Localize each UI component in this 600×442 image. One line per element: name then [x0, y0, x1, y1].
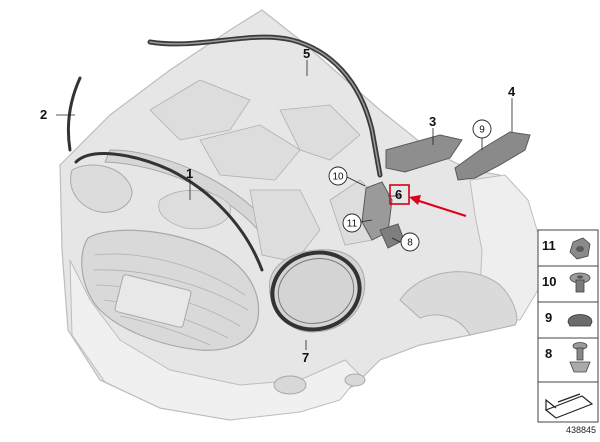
callout-7: 7 [302, 350, 309, 365]
callout-1: 1 [186, 166, 193, 181]
callout-labels: 2 1 5 3 4 6 7 [40, 46, 516, 365]
callout-2: 2 [40, 107, 47, 122]
clip-nut-icon [569, 237, 591, 260]
svg-text:10: 10 [332, 172, 344, 183]
front-body-structure [59, 9, 541, 421]
fastener-legend: 11 10 9 8 [537, 229, 599, 423]
license-plate-area [114, 274, 192, 328]
part-2-side-seal [66, 76, 82, 152]
fog-lamp [273, 375, 307, 395]
callout-5: 5 [303, 46, 310, 61]
svg-text:9: 9 [479, 125, 485, 136]
cap-icon [567, 314, 593, 327]
push-rivet-icon [569, 342, 591, 373]
circled-callout-11: 11 [342, 213, 362, 233]
circled-callout-10: 10 [328, 166, 348, 186]
callout-4: 4 [508, 84, 516, 99]
part-5-top-seal-inner [149, 36, 381, 176]
callout-3: 3 [429, 114, 436, 129]
diagram-id: 438845 [566, 425, 596, 435]
part-3-bracket [385, 134, 463, 173]
part-1-front-seal [74, 152, 264, 272]
svg-text:11: 11 [347, 219, 358, 230]
callout-6: 6 [395, 187, 402, 202]
part-6-arrow-shaft [415, 199, 467, 217]
svg-text:8: 8 [407, 238, 413, 249]
leader-lines [56, 60, 513, 350]
part-7-headlamp-seal-inner [277, 258, 355, 324]
legend-num-10: 10 [542, 274, 556, 289]
legend-num-8: 8 [545, 346, 552, 361]
part-4-fender-bracket [454, 131, 531, 181]
adhesive-strip-icon [544, 393, 594, 419]
side-vent [344, 373, 366, 387]
circled-callout-9: 9 [472, 119, 492, 139]
wheel-arch [399, 271, 518, 336]
legend-num-11: 11 [542, 238, 556, 253]
legend-num-9: 9 [545, 310, 552, 325]
part-6-highlight-box [389, 184, 410, 205]
part-6-arrow-head [409, 195, 421, 205]
circled-callout-8: 8 [400, 232, 420, 252]
left-headlamp-opening [70, 164, 133, 213]
part-7-headlamp-seal [270, 250, 362, 332]
expanding-rivet-icon [569, 272, 591, 293]
engine-bay-structure [149, 79, 381, 263]
